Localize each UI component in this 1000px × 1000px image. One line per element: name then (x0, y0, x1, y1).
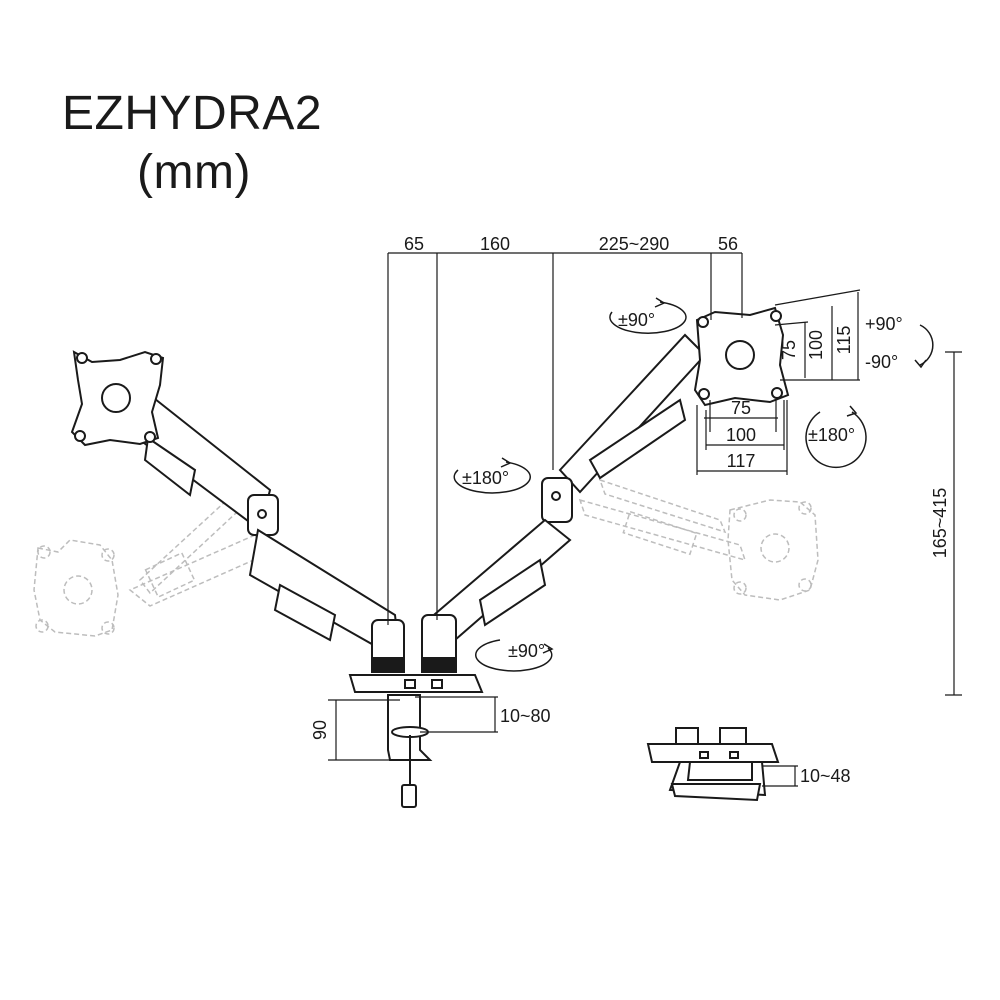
right-arm (426, 306, 790, 642)
dim-160: 160 (480, 234, 510, 254)
dim-225-290: 225~290 (599, 234, 670, 254)
vesa-h-100: 100 (726, 425, 756, 445)
height-range: 165~415 (930, 488, 950, 559)
left-arm (70, 350, 402, 662)
unit-label: (mm) (137, 146, 251, 199)
dim-65: 65 (404, 234, 424, 254)
grommet-inset (646, 727, 780, 802)
dimension-lines (328, 252, 962, 787)
top-swivel-label: ±90° (618, 310, 655, 330)
base-assembly (348, 614, 484, 808)
vesa-h-75: 75 (731, 398, 751, 418)
vesa-v-75: 75 (779, 340, 799, 360)
tilt-down-label: -90° (865, 352, 898, 372)
ghost-left-arm (33, 486, 267, 637)
vesa-v-100: 100 (806, 330, 826, 360)
plate-rotate-label: ±180° (808, 425, 855, 445)
vesa-v-115: 115 (834, 326, 854, 355)
base-swivel-label: ±90° (508, 641, 545, 661)
clamp-height: 90 (310, 720, 330, 740)
grommet-range: 10~48 (800, 766, 851, 786)
rotation-indicators (453, 297, 934, 672)
mid-swivel-label: ±180° (462, 468, 509, 488)
ghost-right-arm (578, 478, 819, 601)
tilt-up-label: +90° (865, 314, 903, 334)
model-title: EZHYDRA2 (62, 87, 323, 140)
dim-56: 56 (718, 234, 738, 254)
clamp-range: 10~80 (500, 706, 551, 726)
vesa-h-117: 117 (727, 451, 756, 471)
